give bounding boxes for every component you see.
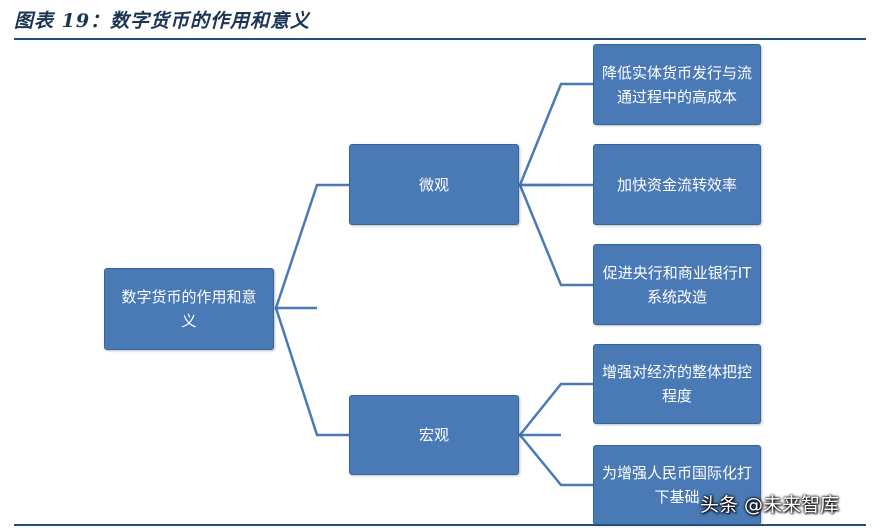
- branch-node-macro: 宏观: [349, 395, 519, 475]
- connector-macro-leaf-1: [517, 382, 593, 437]
- leaf-node-speed-capital-flow: 加快资金流转效率: [593, 144, 761, 225]
- bottom-divider: [14, 524, 866, 526]
- leaf-node-reduce-cost: 降低实体货币发行与流通过程中的高成本: [593, 44, 761, 125]
- leaf-node-macro-control: 增强对经济的整体把控程度: [593, 344, 761, 424]
- title-divider: [14, 38, 866, 40]
- connector-macro-leaf-2: [519, 434, 593, 487]
- connector-root-micro: [274, 183, 349, 310]
- leaf-node-rmb-internationalization: 为增强人民币国际化打下基础: [593, 445, 761, 525]
- branch-node-micro: 微观: [349, 144, 519, 225]
- watermark-text: 头条 @未来智库: [700, 494, 840, 516]
- connector-micro-leaf-3: [518, 184, 593, 287]
- figure-title: 图表 19：数字货币的作用和意义: [14, 10, 311, 32]
- leaf-node-it-system-upgrade: 促进央行和商业银行IT系统改造: [593, 244, 761, 325]
- root-node: 数字货币的作用和意义: [104, 268, 274, 350]
- connector-micro-leaf-1: [518, 82, 593, 187]
- connector-root-macro: [274, 307, 349, 437]
